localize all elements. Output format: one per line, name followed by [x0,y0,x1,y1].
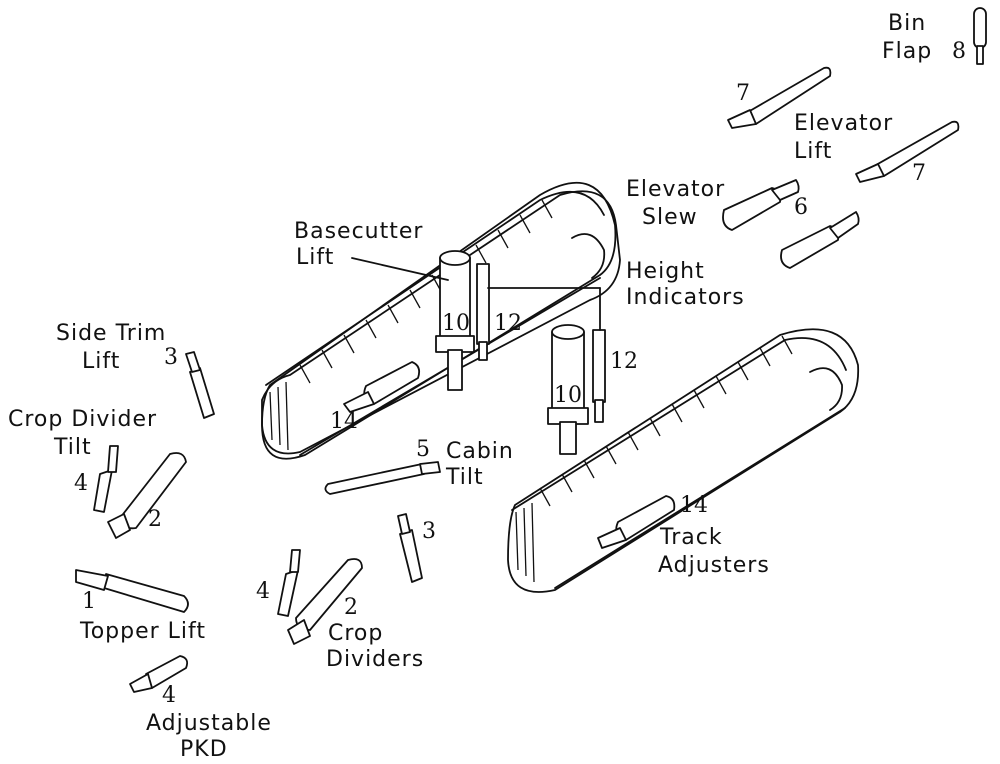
label-track-adjusters-1: Track [659,525,723,550]
number-basecutter-right: 10 [554,383,582,408]
elevator-slew-cylinder-lower [780,211,860,269]
label-crop-divider-tilt-2: Tilt [53,435,92,460]
label-crop-divider-tilt-1: Crop Divider [8,407,157,432]
height-indicator-left [476,263,490,361]
label-cabin-tilt-2: Tilt [445,465,484,490]
number-track-adjuster-right: 14 [680,493,708,518]
label-crop-dividers-1: Crop [328,621,383,646]
elevator-slew-cylinder-upper [722,179,800,231]
number-side-trim: 3 [164,345,178,370]
number-indicator-right: 12 [610,349,638,374]
label-side-trim-lift-1: Side Trim [56,321,166,346]
crop-divider-cylinder-lower [287,558,363,645]
number-adjustable-pkd: 4 [162,683,176,708]
adjustable-pkd-cylinder [129,655,189,693]
label-cabin-tilt-1: Cabin [446,439,514,464]
number-elevator-slew: 6 [794,195,808,220]
label-height-indicators-2: Indicators [626,285,745,310]
label-crop-dividers-2: Dividers [326,647,424,672]
track-adjuster-left [343,361,421,413]
crop-divider-tilt-cylinder-lower [277,549,301,617]
label-height-indicators-1: Height [626,259,705,284]
label-adjustable-pkd-1: Adjustable [146,711,272,736]
number-basecutter-left: 10 [442,311,470,336]
height-indicator-right [592,329,606,423]
cabin-tilt-cylinder [324,461,441,495]
bin-flap-cylinder [973,7,987,65]
number-indicator-left: 12 [494,311,522,336]
number-track-adjuster-left: 14 [330,409,358,434]
elevator-lift-cylinder-lower [855,120,960,183]
label-bin-flap-2: Flap [882,39,932,64]
topper-lift-cylinder [75,569,189,613]
crop-divider-cylinder-upper [107,452,187,539]
side-trim-lift-cylinder [185,351,215,419]
number-bin-flap: 8 [952,39,966,64]
label-elevator-slew-2: Slew [642,205,698,230]
number-side-trim-b: 3 [422,519,436,544]
track-adjuster-right [597,495,676,549]
elevator-lift-cylinder-upper [727,66,832,129]
label-track-adjusters-2: Adjusters [658,553,770,578]
number-elevator-lift-a: 7 [736,81,750,106]
label-elevator-slew-1: Elevator [626,177,725,202]
basecutter-lift-cylinder-right [547,324,589,455]
label-basecutter-lift-1: Basecutter [294,219,423,244]
label-bin-flap-1: Bin [888,11,926,36]
label-adjustable-pkd-2: PKD [180,737,228,762]
number-crop-divider-b: 2 [344,595,358,620]
label-topper-lift: Topper Lift [79,619,206,644]
number-crop-divider-tilt-b: 4 [256,579,270,604]
side-trim-lift-cylinder-lower [397,513,423,583]
number-topper-lift: 1 [82,589,96,614]
leader-basecutter [351,257,449,281]
number-crop-divider-tilt-a: 4 [74,471,88,496]
right-track [507,328,860,593]
label-elevator-lift-1: Elevator [794,111,893,136]
crop-divider-tilt-cylinder-upper [93,445,119,513]
basecutter-lift-cylinder-left [435,250,475,391]
label-elevator-lift-2: Lift [794,139,832,164]
number-crop-divider-a: 2 [148,507,162,532]
number-cabin-tilt: 5 [416,437,430,462]
label-side-trim-lift-2: Lift [82,349,120,374]
number-elevator-lift-b: 7 [912,161,926,186]
label-basecutter-lift-2: Lift [296,245,334,270]
